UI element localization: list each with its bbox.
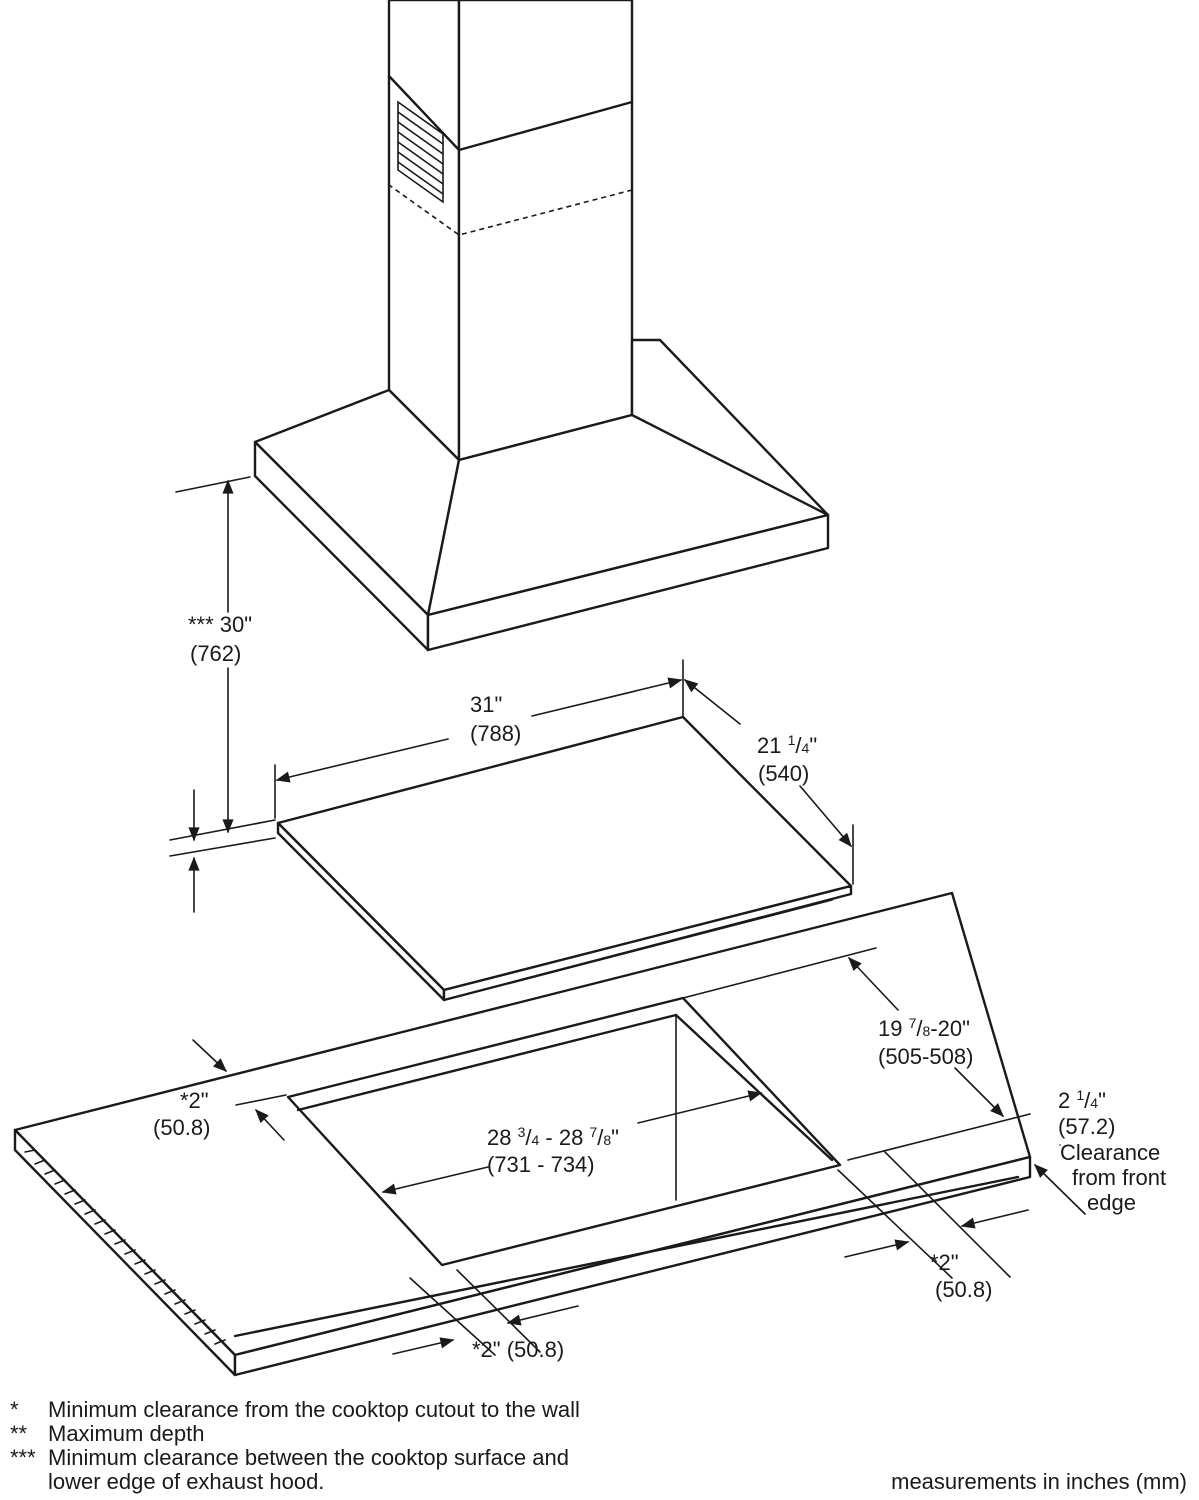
label-front-clearance-desc2: from front — [1072, 1165, 1166, 1190]
vent-grille-icon — [397, 100, 444, 204]
dimension-cooktop-depth — [683, 679, 854, 885]
label-left-clearance: *2" (50.8) — [472, 1337, 564, 1362]
label-front-clearance-mm: (57.2) — [1058, 1114, 1115, 1139]
label-front-clearance-in: 2 1/4" — [1058, 1087, 1106, 1113]
footnote-4: lower edge of exhaust hood. — [10, 1469, 324, 1495]
countertop-right-edge — [233, 1155, 1032, 1377]
footnote-3-text: Minimum clearance between the cooktop su… — [48, 1445, 569, 1470]
dimension-hood-height — [169, 476, 276, 913]
label-back-clearance-in: *2" — [180, 1088, 209, 1113]
footnote-1: * Minimum clearance from the cooktop cuto… — [10, 1397, 580, 1423]
footnote-2-mark: ** — [10, 1421, 28, 1446]
label-cutout-width-mm: (731 - 734) — [487, 1152, 595, 1177]
footnote-4-text: lower edge of exhaust hood. — [48, 1469, 325, 1494]
countertop — [13, 891, 1032, 1377]
chimney-right-face — [457, 0, 634, 462]
label-cooktop-depth-mm: (540) — [758, 761, 809, 786]
label-cutout-depth-in: 19 7/8-20" — [878, 1015, 970, 1041]
units-note: measurements in inches (mm) — [891, 1469, 1187, 1494]
hood-rim-front — [426, 513, 830, 652]
cooktop — [276, 715, 853, 1002]
dimension-cutout-width — [381, 1090, 763, 1195]
footnote-3: *** Minimum clearance between the cooktop… — [10, 1445, 569, 1471]
dimension-cooktop-width — [274, 659, 684, 819]
cutout-outer — [286, 996, 842, 1267]
label-cooktop-width-mm: (788) — [470, 721, 521, 746]
footnote-1-mark: * — [10, 1397, 19, 1422]
footnote-2: ** Maximum depth — [10, 1421, 205, 1447]
label-front-clearance-desc1: Clearance — [1060, 1140, 1160, 1165]
label-cutout-width-in: 28 3/4 - 28 7/8" — [487, 1124, 619, 1150]
footnote-1-text: Minimum clearance from the cooktop cutou… — [48, 1397, 580, 1422]
label-front-clearance-desc3: edge — [1087, 1190, 1136, 1215]
countertop-core-pattern — [24, 1149, 226, 1345]
label-hood-height-in: *** 30" — [188, 612, 252, 637]
footnote-3-mark: *** — [10, 1445, 36, 1470]
label-right-clearance-in: *2" — [930, 1250, 959, 1275]
label-back-clearance-mm: (50.8) — [153, 1115, 210, 1140]
exhaust-hood — [253, 0, 830, 652]
dimension-left-clearance — [392, 1269, 579, 1356]
dimension-front-clearance — [1034, 1144, 1086, 1215]
dimension-cutout-depth — [682, 947, 1031, 1161]
label-hood-height-mm: (762) — [190, 641, 241, 666]
label-cooktop-depth-in: 21 1/4" — [757, 732, 817, 758]
label-right-clearance-mm: (50.8) — [935, 1277, 992, 1302]
label-cooktop-width-in: 31" — [470, 692, 502, 717]
cooktop-side-edge — [442, 884, 853, 1002]
dimension-back-clearance — [192, 1039, 287, 1141]
dimension-right-clearance — [837, 1151, 1029, 1279]
footnote-2-text: Maximum depth — [48, 1421, 205, 1446]
chimney-left-face — [387, 0, 461, 462]
label-cutout-depth-mm: (505-508) — [878, 1044, 973, 1069]
